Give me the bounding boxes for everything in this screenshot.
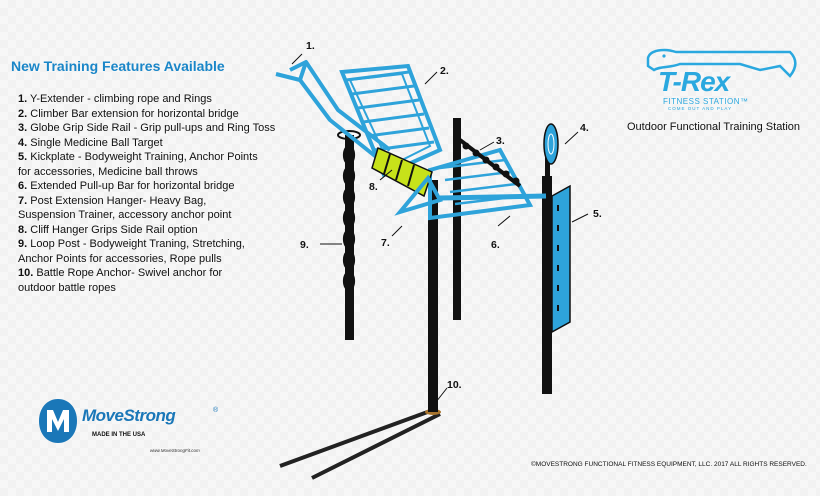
feature-item: 3. Globe Grip Side Rail - Grip pull-ups … <box>18 122 276 134</box>
kickplate <box>551 184 571 334</box>
feature-item: 8. Cliff Hanger Grips Side Rail option <box>18 223 198 236</box>
feature-item: 7. Post Extension Hanger- Heavy Bag, Sus… <box>18 194 232 222</box>
rear-post <box>453 118 461 320</box>
trex-subtitle: FITNESS STATION™ <box>663 97 749 106</box>
target-ring <box>547 133 555 155</box>
movestrong-logo-icon <box>39 399 77 443</box>
copyright: ©MOVESTRONG FUNCTIONAL FITNESS EQUIPMENT… <box>531 461 807 468</box>
battle-rope-bar <box>311 412 441 480</box>
medicine-ball-target <box>543 123 559 165</box>
climber-rungs <box>345 70 435 152</box>
feature-item: 10. Battle Rope Anchor- Swivel anchor fo… <box>18 267 223 294</box>
feature-item: 5. Kickplate - Bodyweight Training, Anch… <box>18 151 258 178</box>
trex-title: T-Rex <box>658 66 730 97</box>
feature-item: 1. Y-Extender - climbing rope and Rings <box>18 93 212 105</box>
callout-7: 7. <box>381 237 390 249</box>
callout-3: 3. <box>496 135 505 147</box>
page-heading: New Training Features Available <box>11 58 225 74</box>
callout-2: 2. <box>440 65 449 77</box>
globe-grip-rail <box>458 138 522 188</box>
feature-item: 4. Single Medicine Ball Target <box>18 136 163 149</box>
cliff-hanger-grips <box>371 146 433 198</box>
callout-5: 5. <box>593 208 602 220</box>
callout-8: 8. <box>369 181 378 193</box>
cliff-hanger-ridges <box>383 153 415 187</box>
post-extension-hanger <box>394 174 443 216</box>
feature-item: 2. Climber Bar extension for horizontal … <box>18 107 239 120</box>
crossbar <box>439 193 547 201</box>
movestrong-name: MoveStrong <box>82 406 176 425</box>
globe-grips <box>462 142 520 185</box>
callout-4: 4. <box>580 122 589 134</box>
station-caption: Outdoor Functional Training Station <box>627 121 801 133</box>
feature-list: 1. Y-Extender - climbing rope and Rings … <box>18 92 318 295</box>
made-in-usa: MADE IN THE USA <box>92 432 146 438</box>
trex-logo-graphic <box>646 48 797 78</box>
callout-1: 1. <box>306 40 315 52</box>
callout-10: 10. <box>447 379 462 391</box>
feature-item: 6. Extended Pull-up Bar for horizontal b… <box>18 180 235 192</box>
trex-tagline: COME OUT AND PLAY <box>668 106 733 111</box>
movestrong-url: www.MoveStrongFit.com <box>150 448 200 453</box>
loop-post <box>345 135 354 340</box>
front-post <box>428 180 438 412</box>
side-post <box>542 176 552 394</box>
kickplate-holes <box>557 205 559 311</box>
battle-rope-bar <box>279 408 434 468</box>
feature-item: 9. Loop Post - Bodyweight Traning, Stret… <box>18 238 245 265</box>
callout-lines <box>291 53 589 403</box>
movestrong-registered: ® <box>213 407 219 414</box>
callout-6: 6. <box>491 239 500 251</box>
loop-post-loops <box>342 144 356 292</box>
callout-9: 9. <box>300 239 309 251</box>
